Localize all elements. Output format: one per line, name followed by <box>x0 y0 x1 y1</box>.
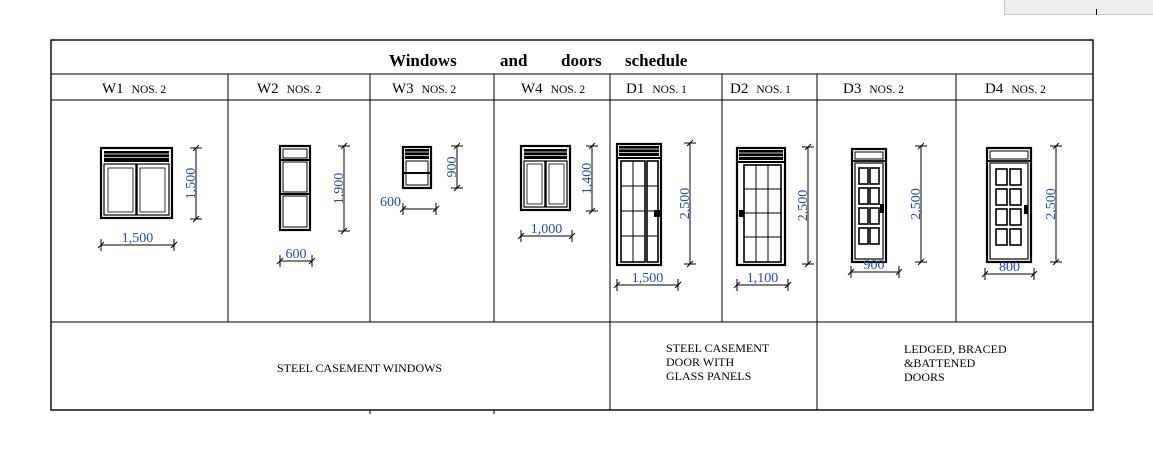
dimension-d3-width-label: 900 <box>864 258 885 273</box>
dimension-w3-height-label: 900 <box>445 157 460 178</box>
dimension-d4-height-label: 2,500 <box>1044 188 1059 220</box>
dimension-d4-width-label: 800 <box>999 260 1020 275</box>
window-w2-drawing <box>278 144 312 232</box>
corner-tab <box>1004 0 1153 15</box>
dimension-w3-width: 600 <box>380 195 440 215</box>
door-d2-drawing <box>735 146 787 267</box>
dimension-w1-height-label: 1,500 <box>184 168 199 200</box>
dimension-w1-width: 1,500 <box>97 231 178 251</box>
dimension-w2-width: 600 <box>276 247 316 267</box>
dimension-w3-width-label: 600 <box>380 195 401 210</box>
dimension-w4-height: 1,400 <box>580 142 598 215</box>
title-word-schedule: schedule <box>625 51 688 70</box>
dimension-w4-height-label: 1,400 <box>580 163 595 195</box>
corner-tick <box>1096 9 1097 15</box>
dimension-w1-height: 1,500 <box>184 144 202 223</box>
dimension-w3-height: 900 <box>445 142 463 192</box>
door-d3-drawing <box>850 147 888 264</box>
dimension-d1-width: 1,500 <box>613 271 682 291</box>
window-w1-drawing <box>99 146 174 220</box>
title-word-doors: doors <box>561 51 602 70</box>
dimension-d3-width: 900 <box>847 258 903 278</box>
dimension-w4-width: 1,000 <box>517 222 576 242</box>
schedule-title: Windows and doors schedule <box>389 51 688 70</box>
dimension-w2-height: 1,900 <box>332 142 350 235</box>
dimension-d3-height: 2,500 <box>909 142 927 266</box>
dimension-w2-height-label: 1,900 <box>332 173 347 205</box>
window-w3-drawing <box>401 145 433 190</box>
description-ledged-door-line-3: DOORS <box>904 370 945 384</box>
dimension-d4-height: 2,500 <box>1044 142 1062 266</box>
dimension-d4-width: 800 <box>981 260 1038 280</box>
description-steel-door-line-3: GLASS PANELS <box>666 369 751 383</box>
dimension-d2-width: 1,100 <box>733 271 792 291</box>
description-steel-door-line-2: DOOR WITH <box>666 355 734 369</box>
dimension-d1-height: 2,500 <box>678 139 696 268</box>
window-w4-drawing <box>519 144 572 212</box>
dimension-w4-width-label: 1,000 <box>531 222 563 237</box>
dimension-w1-width-label: 1,500 <box>122 231 154 246</box>
dimension-w2-width-label: 600 <box>286 247 307 262</box>
description-windows: STEEL CASEMENT WINDOWS <box>277 361 442 375</box>
dimension-d2-width-label: 1,100 <box>747 271 779 286</box>
dimension-d2-height-label: 2,500 <box>796 190 811 222</box>
table-grid <box>50 39 1094 414</box>
dimension-d2-height: 2,500 <box>796 143 814 268</box>
description-steel-door-line-1: STEEL CASEMENT <box>666 341 770 355</box>
title-word-windows: Windows <box>389 51 457 70</box>
descriptions-row: STEEL CASEMENT WINDOWS STEEL CASEMENT DO… <box>277 341 1007 384</box>
description-ledged-door-line-1: LEDGED, BRACED <box>904 342 1007 356</box>
dimension-d1-width-label: 1,500 <box>632 271 664 286</box>
description-ledged-door-line-2: &BATTENED <box>904 356 976 370</box>
dimension-d1-height-label: 2,500 <box>678 188 693 220</box>
dimension-d3-height-label: 2,500 <box>909 188 924 220</box>
door-d4-drawing <box>985 146 1033 264</box>
door-d1-drawing <box>615 142 663 267</box>
title-word-and: and <box>500 51 528 70</box>
